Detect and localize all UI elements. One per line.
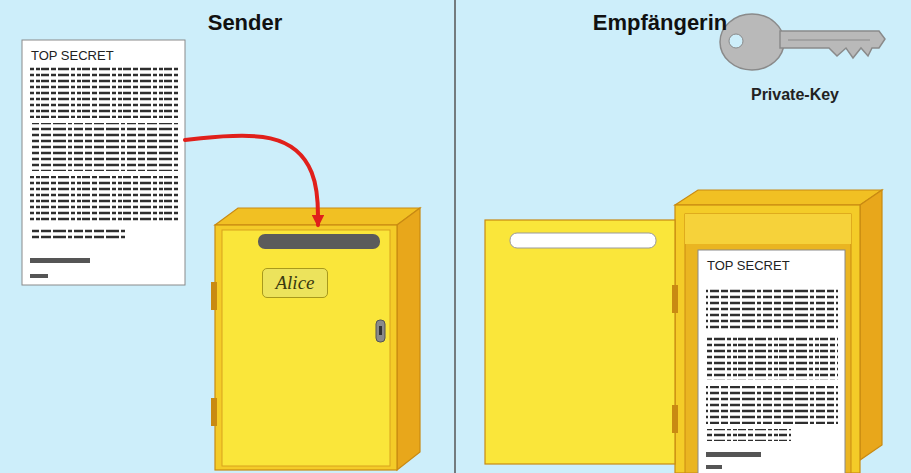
key-shaft bbox=[780, 31, 885, 58]
hinge bbox=[672, 285, 678, 313]
name-plate-label: Alice bbox=[262, 268, 328, 298]
mailbox-front bbox=[215, 225, 397, 470]
document-page: TOP SECRET bbox=[698, 250, 845, 473]
panel-heading: Empfängerin bbox=[540, 10, 780, 36]
mailbox-top bbox=[675, 190, 882, 205]
document-page: TOP SECRET bbox=[22, 40, 185, 285]
mailbox-side bbox=[397, 208, 420, 470]
keyhole bbox=[379, 326, 382, 335]
text-scribble bbox=[706, 429, 791, 441]
mailbox-door-open bbox=[485, 220, 675, 464]
delivery-arrow bbox=[185, 136, 318, 225]
signature-scribble bbox=[30, 274, 48, 278]
document-heading: TOP SECRET bbox=[31, 48, 171, 63]
mailbox-door bbox=[222, 230, 390, 466]
hinge bbox=[211, 282, 217, 310]
signature-scribble bbox=[706, 465, 722, 469]
document-sheet bbox=[22, 40, 185, 285]
lock bbox=[376, 320, 385, 342]
key-label: Private-Key bbox=[710, 86, 880, 104]
text-scribble bbox=[706, 287, 838, 331]
mailbox-side bbox=[860, 190, 882, 460]
key-bow bbox=[720, 14, 784, 70]
mail-slot bbox=[258, 234, 380, 249]
mailbox-interior-top bbox=[685, 214, 851, 244]
signature-scribble bbox=[706, 452, 761, 457]
key-hole bbox=[729, 34, 743, 48]
text-scribble bbox=[30, 176, 178, 222]
mailbox-top bbox=[215, 208, 420, 225]
text-scribble bbox=[30, 66, 178, 118]
panel-heading: Sender bbox=[130, 10, 360, 36]
panel-divider bbox=[454, 0, 456, 473]
key-groove bbox=[788, 39, 870, 41]
text-scribble bbox=[30, 123, 178, 171]
text-scribble bbox=[30, 227, 125, 239]
document-sheet bbox=[698, 250, 845, 473]
text-scribble bbox=[706, 336, 838, 380]
document-heading: TOP SECRET bbox=[707, 258, 847, 273]
hinge bbox=[672, 405, 678, 433]
mail-slot bbox=[510, 233, 656, 248]
text-scribble bbox=[706, 386, 838, 424]
hinge bbox=[211, 398, 217, 426]
mailbox: Alice bbox=[215, 225, 397, 470]
signature-scribble bbox=[30, 258, 90, 263]
key-icon: Private-Key bbox=[710, 12, 880, 112]
